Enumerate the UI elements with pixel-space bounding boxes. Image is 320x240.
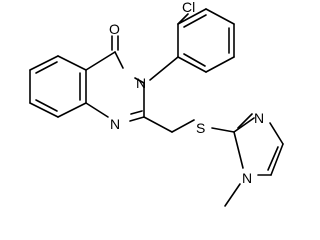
chemical-structure-drawing: Cl O N N S N N (29, 0, 284, 207)
imidazole-n3-label: N (254, 110, 264, 126)
methylene-thio-linker (143, 116, 235, 133)
sulfur-label: S (196, 120, 205, 136)
imidazole-ring (233, 113, 284, 176)
carbonyl-oxygen-label: O (109, 21, 120, 37)
chlorophenyl-ring (177, 8, 235, 73)
chlorine-bond (177, 13, 189, 25)
benzo-ring (29, 55, 87, 118)
quinazoline-n1-label: N (110, 116, 120, 132)
carbonyl-bond (111, 35, 119, 51)
structure-canvas: Cl O N N S N N (29, 0, 284, 207)
quinazoline-n3-label: N (136, 75, 146, 91)
chlorine-label: Cl (182, 0, 195, 15)
imidazole-n1-label: N (242, 170, 252, 186)
n-methyl-bond (224, 183, 241, 207)
n3-aryl-bond (149, 56, 179, 81)
pyrimidinone-ring (85, 51, 145, 122)
